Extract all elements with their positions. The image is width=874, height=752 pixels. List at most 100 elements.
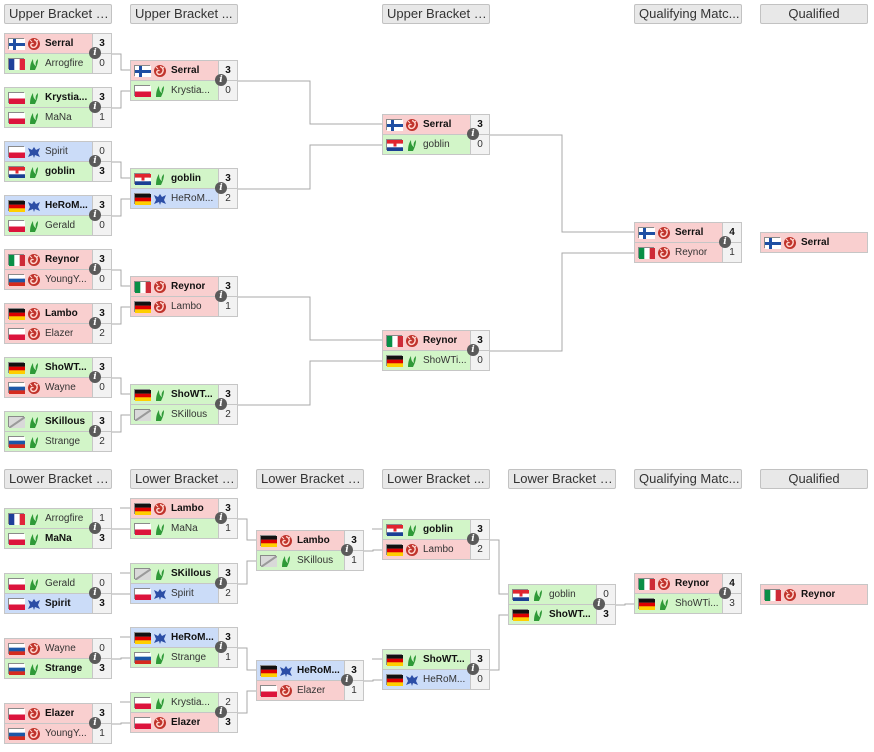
match-info-icon[interactable]: i: [719, 587, 731, 599]
player-name[interactable]: goblin: [423, 139, 450, 150]
match-info-icon[interactable]: i: [593, 598, 605, 610]
match-info-icon[interactable]: i: [467, 663, 479, 675]
player-name[interactable]: Lambo: [423, 544, 454, 555]
player-name[interactable]: goblin: [423, 524, 453, 535]
player-row[interactable]: HeRoM...3: [130, 627, 238, 648]
match-info-icon[interactable]: i: [215, 74, 227, 86]
match-info-icon[interactable]: i: [215, 512, 227, 524]
player-row[interactable]: HeRoM...0: [382, 669, 490, 690]
player-name[interactable]: Gerald: [45, 578, 76, 589]
player-name[interactable]: Elazer: [171, 717, 201, 728]
player-name[interactable]: ShoWTi...: [675, 598, 719, 609]
player-name[interactable]: Spirit: [45, 146, 68, 157]
match-info-icon[interactable]: i: [341, 674, 353, 686]
match-info-icon[interactable]: i: [215, 706, 227, 718]
player-name[interactable]: MaNa: [171, 523, 198, 534]
player-name[interactable]: SKillous: [171, 409, 208, 420]
match-info-icon[interactable]: i: [89, 652, 101, 664]
player-name[interactable]: Reynor: [45, 254, 80, 265]
match-info-icon[interactable]: i: [89, 522, 101, 534]
player-name[interactable]: Lambo: [171, 301, 202, 312]
player-row[interactable]: ShoWT...3: [4, 357, 112, 378]
player-name[interactable]: Gerald: [45, 220, 76, 231]
player-name[interactable]: HeRoM...: [171, 193, 214, 204]
qualified-player[interactable]: Reynor: [760, 584, 868, 605]
match-info-icon[interactable]: i: [467, 533, 479, 545]
player-name[interactable]: HeRoM...: [297, 665, 340, 676]
match-info-icon[interactable]: i: [89, 587, 101, 599]
player-name[interactable]: SKillous: [171, 568, 212, 579]
player-name[interactable]: Serral: [675, 227, 704, 238]
player-name[interactable]: Elazer: [45, 328, 74, 339]
match-info-icon[interactable]: i: [89, 717, 101, 729]
player-name[interactable]: HeRoM...: [423, 674, 466, 685]
match-info-icon[interactable]: i: [89, 47, 101, 59]
match-info-icon[interactable]: i: [89, 371, 101, 383]
player-name[interactable]: Elazer: [297, 685, 326, 696]
player-name[interactable]: Spirit: [45, 598, 71, 609]
player-name[interactable]: Lambo: [45, 308, 78, 319]
match-info-icon[interactable]: i: [215, 398, 227, 410]
player-name[interactable]: Arrogfire: [45, 58, 84, 69]
player-name[interactable]: Elazer: [45, 708, 75, 719]
player-name[interactable]: Reynor: [423, 335, 458, 346]
player-name[interactable]: MaNa: [45, 533, 72, 544]
player-name[interactable]: ShoWT...: [549, 609, 591, 620]
match-info-icon[interactable]: i: [341, 544, 353, 556]
player-name[interactable]: Reynor: [675, 247, 708, 258]
player-name[interactable]: ShoWTi...: [423, 355, 467, 366]
player-name[interactable]: Lambo: [171, 503, 204, 514]
player-name[interactable]: Wayne: [45, 643, 76, 654]
match-info-icon[interactable]: i: [89, 101, 101, 113]
player-name[interactable]: HeRoM...: [171, 632, 214, 643]
player-row[interactable]: Krystia...0: [130, 80, 238, 101]
player-name[interactable]: ShoWT...: [423, 654, 465, 665]
player-name[interactable]: Arrogfire: [45, 513, 84, 524]
qualified-player[interactable]: Serral: [760, 232, 868, 253]
player-name[interactable]: ShoWT...: [45, 362, 87, 373]
player-name[interactable]: Krystia...: [45, 92, 88, 103]
player-row[interactable]: Krystia...2: [130, 692, 238, 713]
player-name[interactable]: goblin: [45, 166, 75, 177]
player-name[interactable]: Serral: [45, 38, 74, 49]
player-name[interactable]: Serral: [423, 119, 452, 130]
match-info-icon[interactable]: i: [467, 128, 479, 140]
player-name[interactable]: Krystia...: [171, 85, 210, 96]
player-name[interactable]: goblin: [549, 589, 576, 600]
player-name[interactable]: YoungY...: [45, 274, 87, 285]
player-name[interactable]: Reynor: [675, 578, 710, 589]
player-name[interactable]: YoungY...: [45, 728, 87, 739]
player-name[interactable]: Serral: [171, 65, 200, 76]
player-row[interactable]: ShoWTi...0: [382, 350, 490, 371]
match-info-icon[interactable]: i: [89, 425, 101, 437]
player-name[interactable]: Krystia...: [171, 697, 210, 708]
player-name[interactable]: Spirit: [171, 588, 194, 599]
player-row[interactable]: ShoWT...3: [508, 604, 616, 625]
player-name[interactable]: SKillous: [297, 555, 334, 566]
match-info-icon[interactable]: i: [467, 344, 479, 356]
player-name[interactable]: Strange: [45, 436, 81, 447]
match-info-icon[interactable]: i: [89, 209, 101, 221]
player-row[interactable]: ShoWTi...3: [634, 593, 742, 614]
player-name[interactable]: Wayne: [45, 382, 76, 393]
match-info-icon[interactable]: i: [215, 577, 227, 589]
